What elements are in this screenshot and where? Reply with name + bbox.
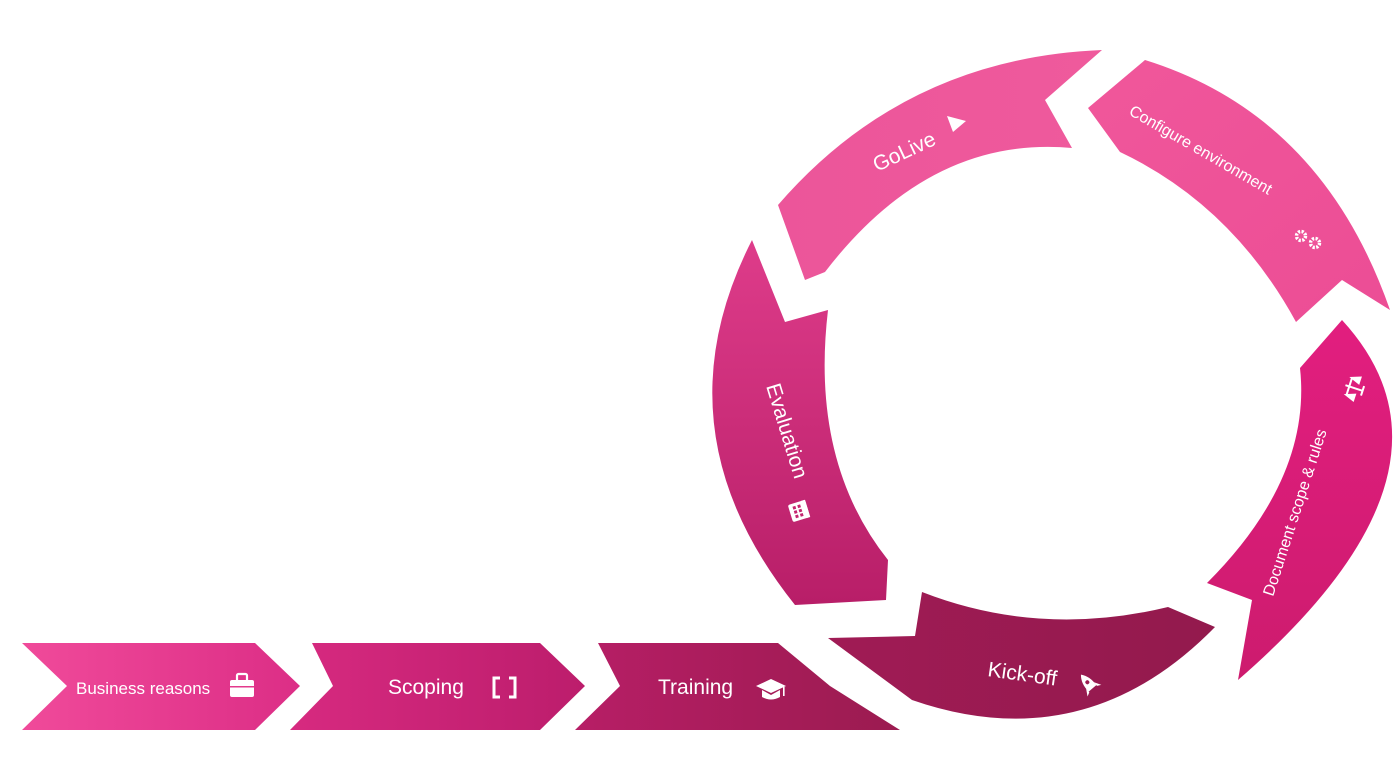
rocket-icon [1080,674,1102,697]
briefcase-icon [230,672,254,697]
step-business-reasons: Business reasons [22,643,300,730]
step-configure-environment: Configure environment [1088,60,1390,322]
arrow-shape [1088,60,1390,322]
gears-icon [1294,229,1322,250]
brackets-icon [492,676,517,699]
step-training: Training [575,643,900,730]
arrow-shape [828,592,1215,719]
calendar-icon [788,499,811,522]
chevron-shape [22,643,300,730]
balance-scale-icon [1343,376,1366,403]
arrow-shape [778,50,1102,280]
step-label: Business reasons [76,679,210,698]
step-label: Scoping [388,676,464,699]
arrow-shape [1207,320,1393,680]
step-evaluation: Evaluation [712,240,888,605]
chevron-shape [575,643,900,730]
chevron-shape [290,643,585,730]
step-golive: GoLive [778,50,1102,280]
arrow-shape [712,240,888,605]
step-label: Training [658,676,733,699]
play-icon [947,116,966,132]
step-scoping: Scoping [290,643,585,730]
step-document-scope-rules: Document scope & rules [1207,320,1393,680]
step-kick-off: Kick-off [828,592,1215,719]
graduation-cap-icon [756,679,786,700]
